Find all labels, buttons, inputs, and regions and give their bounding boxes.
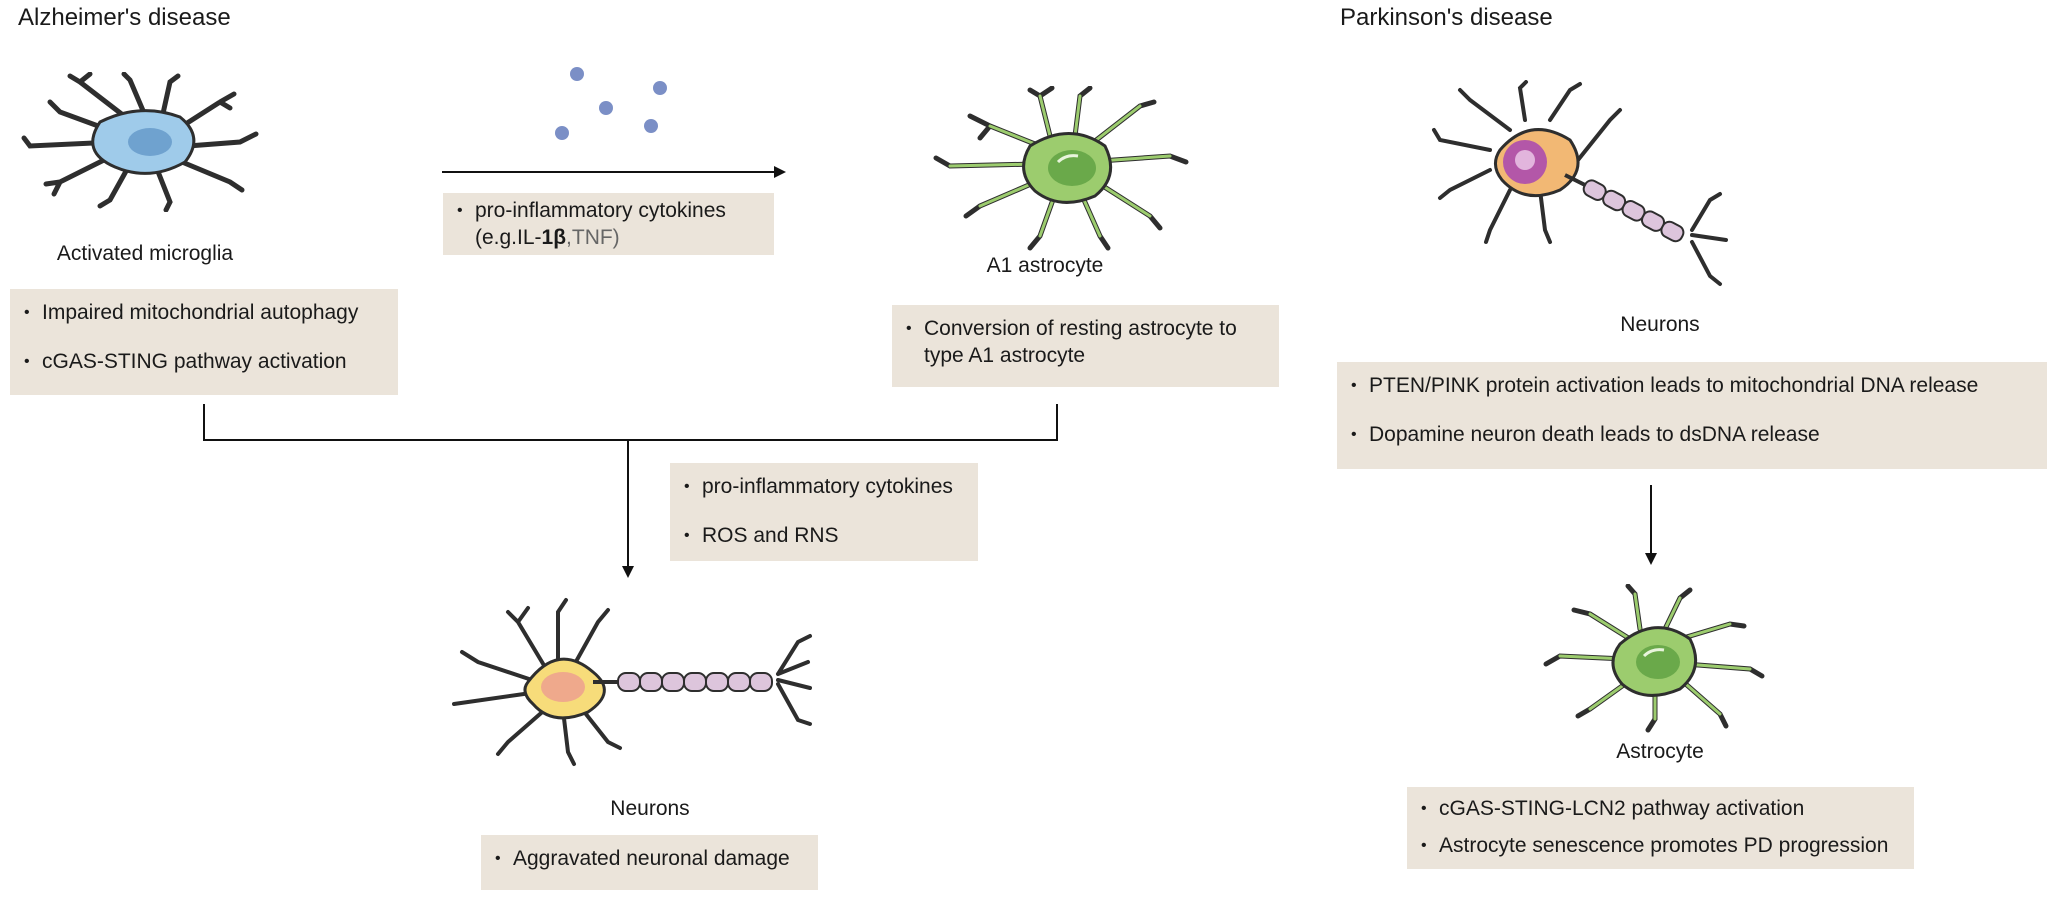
parkinsons-title: Parkinson's disease xyxy=(1340,4,1553,31)
a1-astrocyte-box: Conversion of resting astrocyte to type … xyxy=(892,305,1279,387)
a1-astrocyte-point: Conversion of resting astrocyte to type … xyxy=(906,315,1265,369)
a1-astrocyte-icon xyxy=(933,86,1189,251)
pd-neurons-label: Neurons xyxy=(1620,313,1700,336)
mechanism-box: pro-inflammatory cytokines ROS and RNS xyxy=(670,463,978,561)
ad-neuron-icon xyxy=(452,598,812,766)
pd-astrocyte-label: Astrocyte xyxy=(1616,740,1704,763)
microglia-point: cGAS-STING pathway activation xyxy=(24,348,384,375)
merge-bracket xyxy=(203,404,1058,441)
microglia-label: Activated microglia xyxy=(56,242,234,265)
pd-astrocyte-icon xyxy=(1543,584,1765,733)
pd-neuron-icon xyxy=(1432,80,1728,286)
cytokines-line1: pro-inflammatory cytokines xyxy=(457,197,760,224)
pd-neuron-point: Dopamine neuron death leads to dsDNA rel… xyxy=(1351,421,2033,448)
pd-astrocyte-box: cGAS-STING-LCN2 pathway activation Astro… xyxy=(1407,787,1914,869)
pd-astrocyte-point: Astrocyte senescence promotes PD progres… xyxy=(1421,832,1900,859)
pd-neuron-box: PTEN/PINK protein activation leads to mi… xyxy=(1337,362,2047,469)
microglia-point: Impaired mitochondrial autophagy xyxy=(24,299,384,326)
cytokines-box: pro-inflammatory cytokines (e.g.IL-1β,TN… xyxy=(443,193,774,255)
pd-astrocyte-point: cGAS-STING-LCN2 pathway activation xyxy=(1421,795,1900,822)
microglia-icon xyxy=(21,72,259,212)
ad-neuron-point: Aggravated neuronal damage xyxy=(495,845,804,872)
microglia-box: Impaired mitochondrial autophagy cGAS-ST… xyxy=(10,289,398,395)
ad-neurons-label: Neurons xyxy=(610,797,690,820)
mechanism-point: pro-inflammatory cytokines xyxy=(684,473,964,500)
ad-neuron-box: Aggravated neuronal damage xyxy=(481,835,818,890)
cytokines-line2: (e.g.IL-1β,TNF) xyxy=(475,226,620,249)
alzheimers-title: Alzheimer's disease xyxy=(18,4,231,31)
pd-neuron-point: PTEN/PINK protein activation leads to mi… xyxy=(1351,372,2033,399)
a1-astrocyte-label: A1 astrocyte xyxy=(986,254,1104,277)
cytokine-dots xyxy=(555,67,667,140)
mechanism-point: ROS and RNS xyxy=(684,522,964,549)
